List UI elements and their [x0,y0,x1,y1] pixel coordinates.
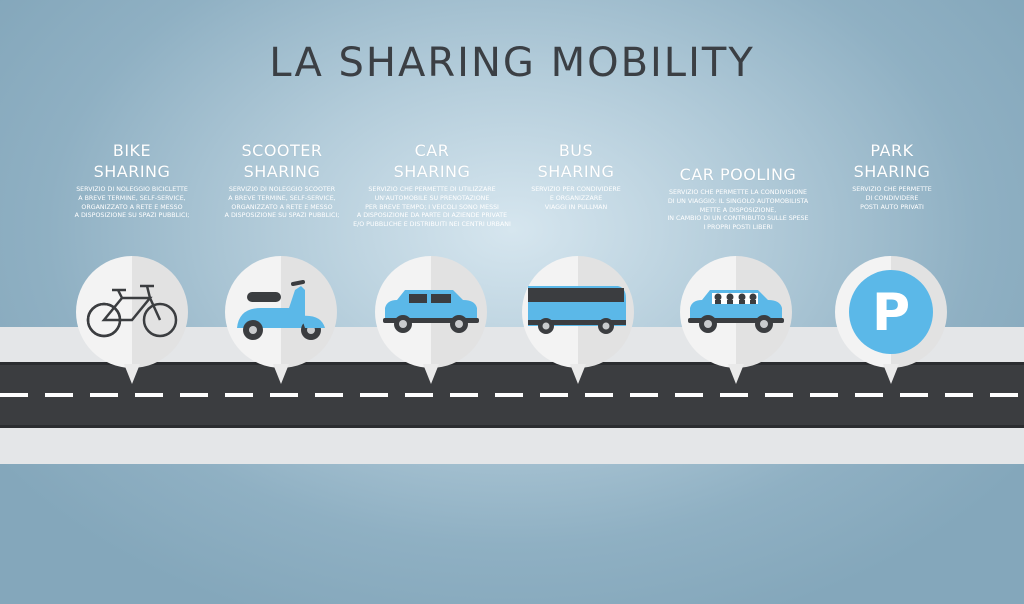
pin-car [375,256,487,384]
pin-bus [522,256,634,384]
service-title: SCOOTER SHARING [241,141,323,181]
service-description: SERVIZIO DI NOLEGGIO SCOOTER A BREVE TER… [224,186,340,220]
service-description: SERVIZIO CHE PERMETTE LA CONDIVISIONE DI… [667,189,809,232]
service-bike: BIKE SHARING SERVIZIO DI NOLEGGIO BICICL… [52,140,212,221]
service-title: CAR POOLING [679,165,797,184]
carpool-icon [688,290,784,333]
service-park: PARK SHARING SERVIZIO CHE PERMETTE DI CO… [812,140,972,212]
pin-scooter [225,256,337,384]
parking-letter: P [872,283,910,343]
service-description: SERVIZIO PER CONDIVIDERE E ORGANIZZARE V… [531,186,621,211]
road-edge-top [0,362,1024,365]
service-carpooling: CAR POOLING SERVIZIO CHE PERMETTE LA CON… [646,143,830,233]
scooter-icon [237,280,325,340]
service-title: BUS SHARING [537,141,615,181]
service-title: BIKE SHARING [93,141,171,181]
lane-markings [0,393,1024,397]
road-edge-bottom [0,425,1024,428]
service-title: PARK SHARING [853,141,931,181]
parking-icon: P [849,270,933,354]
pin-bike [76,256,188,384]
car-icon [383,290,479,333]
road-shoulder-bottom [0,428,1024,464]
service-car: CAR SHARING SERVIZIO CHE PERMETTE DI UTI… [352,140,512,230]
pin-park: P [835,256,947,384]
service-description: SERVIZIO CHE PERMETTE DI UTILIZZARE UN'A… [353,186,511,229]
bicycle-icon [86,284,178,338]
service-bus: BUS SHARING SERVIZIO PER CONDIVIDERE E O… [496,140,656,212]
service-description: SERVIZIO DI NOLEGGIO BICICLETTE A BREVE … [74,186,190,220]
page-title: LA SHARING MOBILITY [269,40,755,86]
service-description: SERVIZIO CHE PERMETTE DI CONDIVIDERE POS… [852,186,932,211]
pin-carpooling [680,256,792,384]
bus-icon [528,286,626,334]
service-scooter: SCOOTER SHARING SERVIZIO DI NOLEGGIO SCO… [202,140,362,221]
service-title: CAR SHARING [393,141,471,181]
